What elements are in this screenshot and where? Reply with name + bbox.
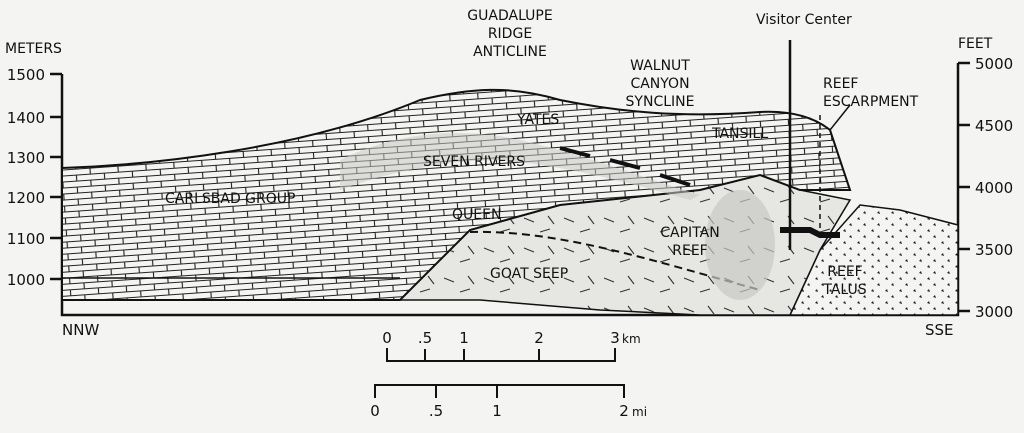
direction-nnw: NNW xyxy=(62,321,99,339)
svg-text:SYNCLINE: SYNCLINE xyxy=(626,94,695,110)
left-axis-ticks xyxy=(50,72,62,281)
bedded-shelf-units xyxy=(61,88,852,301)
svg-text:ANTICLINE: ANTICLINE xyxy=(473,44,547,60)
left-tick: 1300 xyxy=(7,149,45,167)
anticline-label: GUADALUPE RIDGE ANTICLINE xyxy=(467,8,552,60)
scale-bar-mi: 0 .5 1 2 mi xyxy=(370,384,647,420)
svg-text:TALUS: TALUS xyxy=(822,282,866,298)
svg-text:REEF: REEF xyxy=(672,243,707,259)
svg-text:1: 1 xyxy=(459,329,469,347)
svg-text:ESCARPMENT: ESCARPMENT xyxy=(823,94,919,110)
capitan-label: CAPITAN REEF xyxy=(660,225,719,259)
left-tick: 1100 xyxy=(7,230,45,248)
right-axis-title: FEET xyxy=(958,36,993,52)
right-tick: 3000 xyxy=(975,303,1013,321)
goat-seep-label: GOAT SEEP xyxy=(490,266,568,282)
direction-sse: SSE xyxy=(925,321,954,339)
svg-text:2: 2 xyxy=(534,329,544,347)
right-tick: 4000 xyxy=(975,179,1013,197)
visitor-center-marker xyxy=(780,40,851,250)
right-tick: 3500 xyxy=(975,241,1013,259)
svg-text:2: 2 xyxy=(619,402,629,420)
queen-label: QUEEN xyxy=(452,207,501,223)
svg-text:GUADALUPE: GUADALUPE xyxy=(467,8,552,24)
left-axis-title: METERS xyxy=(5,41,62,57)
svg-text:3: 3 xyxy=(610,329,620,347)
seven-rivers-label: SEVEN RIVERS xyxy=(423,154,525,170)
svg-text:REEF: REEF xyxy=(827,264,862,280)
left-tick: 1200 xyxy=(7,189,45,207)
left-tick: 1500 xyxy=(7,66,45,84)
svg-text:WALNUT: WALNUT xyxy=(630,58,690,74)
svg-text:1: 1 xyxy=(492,402,502,420)
right-tick: 4500 xyxy=(975,117,1013,135)
left-tick: 1000 xyxy=(7,271,45,289)
goat-seep-and-capitan-reef-unit xyxy=(398,174,852,316)
scale-bar-km: 0 .5 1 2 3 km xyxy=(382,329,641,362)
escarpment-label: REEF ESCARPMENT xyxy=(823,76,919,110)
svg-text:0: 0 xyxy=(370,402,380,420)
carlsbad-label: CARLSBAD GROUP xyxy=(165,191,295,207)
svg-text:REEF: REEF xyxy=(823,76,858,92)
talus-label: REEF TALUS xyxy=(822,264,866,298)
svg-text:.5: .5 xyxy=(418,329,432,347)
right-tick: 5000 xyxy=(975,55,1013,73)
svg-text:mi: mi xyxy=(632,405,647,419)
tansill-label: TANSILL xyxy=(711,126,768,142)
right-axis-ticks xyxy=(958,61,970,313)
visitor-center-label: Visitor Center xyxy=(756,12,852,28)
svg-text:RIDGE: RIDGE xyxy=(488,26,532,42)
svg-text:0: 0 xyxy=(382,329,392,347)
left-tick: 1400 xyxy=(7,109,45,127)
svg-text:CAPITAN: CAPITAN xyxy=(660,225,719,241)
svg-text:.5: .5 xyxy=(429,402,443,420)
svg-text:km: km xyxy=(622,332,641,346)
svg-text:CANYON: CANYON xyxy=(630,76,689,92)
yates-label: YATES xyxy=(516,112,559,128)
syncline-label: WALNUT CANYON SYNCLINE xyxy=(626,58,695,110)
